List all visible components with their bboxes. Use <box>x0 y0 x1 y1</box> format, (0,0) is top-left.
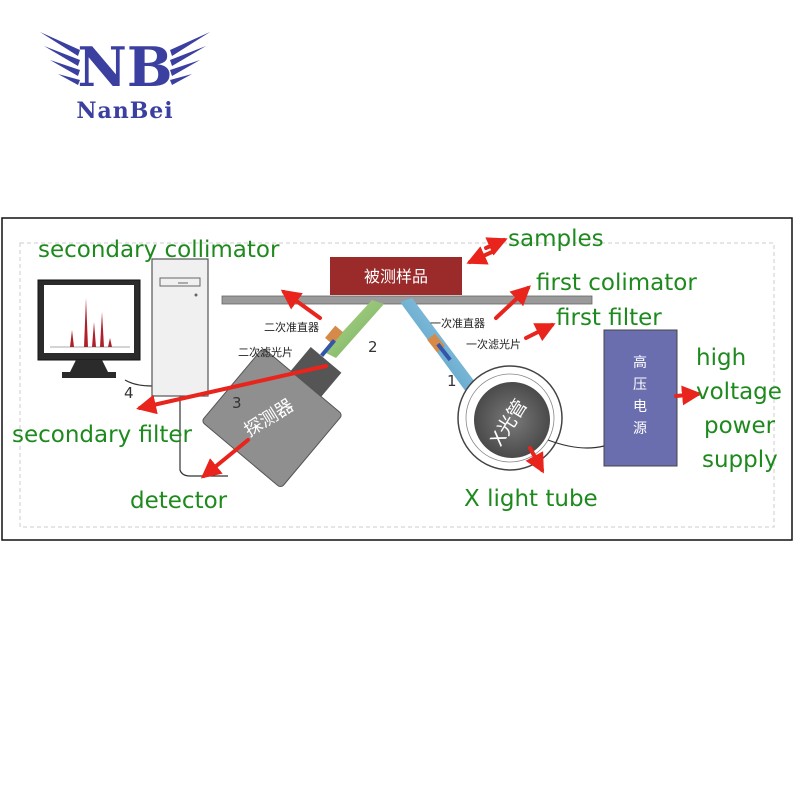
detector: 探测器 <box>202 346 342 488</box>
arrow-x-light-tube <box>525 446 544 474</box>
power-box-char-2: 压 <box>633 377 647 393</box>
left-wing-icon <box>40 32 80 85</box>
logo-name: NanBei <box>76 98 173 124</box>
label-first-filter: first filter <box>556 305 662 331</box>
number-2: 2 <box>368 338 378 356</box>
spectrum-display <box>70 298 112 347</box>
cn-first-filter: 一次滤光片 <box>466 337 521 351</box>
computer-cable <box>179 396 228 477</box>
sample-block-label: 被测样品 <box>364 267 428 286</box>
label-first-colimator: first colimator <box>536 270 697 296</box>
label-detector: detector <box>130 488 228 514</box>
arrow-high-voltage <box>674 385 702 406</box>
right-wing-icon <box>170 32 210 85</box>
computer-tower <box>151 258 209 397</box>
logo-monogram: NB <box>77 35 172 99</box>
cn-secondary-collimator: 二次准直器 <box>264 320 319 334</box>
label-supply: supply <box>702 447 778 473</box>
arrow-first-filter <box>524 323 556 342</box>
monitor-cable <box>124 379 153 387</box>
monitor <box>37 279 141 378</box>
arrow-secondary-collimator <box>280 289 322 320</box>
tube-cable <box>547 439 605 449</box>
cn-secondary-filter: 二次滤光片 <box>238 345 293 359</box>
arrow-first-colimator <box>494 285 531 320</box>
cn-first-collimator: 一次准直器 <box>430 316 485 330</box>
arrow-secondary-filter <box>136 364 328 415</box>
label-secondary-collimator: secondary collimator <box>38 237 280 263</box>
power-box-char-4: 源 <box>633 421 647 437</box>
callout-arrows <box>136 237 702 479</box>
secondary-collimator <box>320 325 343 357</box>
nanbei-logo: NB NanBei <box>40 32 210 124</box>
label-voltage: voltage <box>696 379 782 405</box>
label-power: power <box>704 413 776 439</box>
arrow-samples-2 <box>484 237 508 256</box>
secondary-beam <box>324 300 384 358</box>
number-3: 3 <box>232 394 242 412</box>
label-high: high <box>696 345 746 371</box>
label-secondary-filter: secondary filter <box>12 422 193 448</box>
label-samples: samples <box>508 226 604 252</box>
power-box-char-1: 高 <box>633 354 647 371</box>
power-box <box>603 329 678 467</box>
arrow-detector <box>200 438 250 479</box>
sample-block <box>330 257 462 295</box>
number-1: 1 <box>447 372 457 390</box>
power-box-char-3: 电 <box>633 399 647 415</box>
x-ray-tube: X光管 <box>457 365 563 471</box>
number-4: 4 <box>124 384 134 402</box>
label-x-light-tube: X light tube <box>464 486 598 512</box>
primary-collimator <box>427 333 452 362</box>
inner-dashed-frame <box>19 242 775 528</box>
